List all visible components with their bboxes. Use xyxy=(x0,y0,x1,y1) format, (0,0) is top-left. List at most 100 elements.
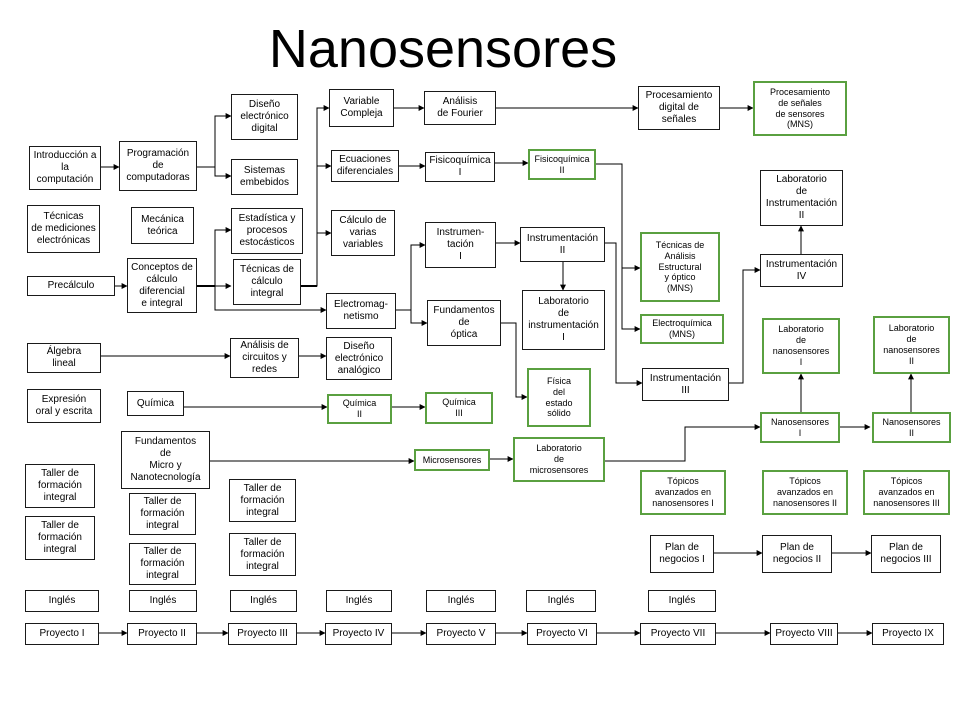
course-lab-microsensores[interactable]: Laboratorio de microsensores xyxy=(513,437,605,482)
course-analisis-fourier[interactable]: Análisis de Fourier xyxy=(424,91,496,125)
course-fundamentos-optica[interactable]: Fundamentos de óptica xyxy=(427,300,501,346)
course-label: Taller de formación integral xyxy=(240,536,285,572)
course-nanosensores-2[interactable]: Nanosensores II xyxy=(872,412,951,443)
course-procesamiento-sensores[interactable]: Procesamiento de señales de sensores (MN… xyxy=(753,81,847,136)
course-quimica[interactable]: Química xyxy=(127,391,184,416)
course-fundamentos-micro[interactable]: Fundamentos de Micro y Nanotecnología xyxy=(121,431,210,489)
edge-programacion-sistemas xyxy=(214,167,232,179)
course-diseno-digital[interactable]: Diseño electrónico digital xyxy=(231,94,298,140)
course-algebra-lineal[interactable]: Álgebra lineal xyxy=(27,343,101,373)
course-sistemas-embebidos[interactable]: Sistemas embebidos xyxy=(231,159,298,195)
course-label: Laboratorio de nanosensores I xyxy=(772,324,830,367)
course-label: Conceptos de cálculo diferencial e integ… xyxy=(131,261,193,309)
course-label: Introducción a la computación xyxy=(33,150,97,185)
course-label: Plan de negocios III xyxy=(880,542,932,565)
course-proyecto-7[interactable]: Proyecto VII xyxy=(640,623,716,645)
course-variable-compleja[interactable]: Variable Compleja xyxy=(329,89,394,127)
course-label: Nanosensores II xyxy=(882,416,941,438)
course-ingles-4[interactable]: Inglés xyxy=(326,590,392,612)
course-taller-1[interactable]: Taller de formación integral xyxy=(25,464,95,508)
course-quimica-3[interactable]: Química III xyxy=(425,392,493,424)
course-label: Análisis de circuitos y redes xyxy=(240,340,289,375)
course-label: Ecuaciones diferenciales xyxy=(336,154,394,177)
course-procesamiento-digital[interactable]: Procesamiento digital de señales xyxy=(638,86,720,130)
course-mecanica-teorica[interactable]: Mecánica teórica xyxy=(131,207,194,244)
course-ingles-6[interactable]: Inglés xyxy=(526,590,596,612)
course-fisicoquimica-1[interactable]: Fisicoquímica I xyxy=(425,152,495,182)
course-label: Proyecto IX xyxy=(882,628,934,639)
course-calculo-varias[interactable]: Cálculo de varias variables xyxy=(331,210,395,256)
course-precalculo[interactable]: Precálculo xyxy=(27,276,115,296)
course-estadistica[interactable]: Estadística y procesos estocásticos xyxy=(231,208,303,254)
page-title: Nanosensores xyxy=(268,19,618,79)
edge-electromag-instr1 xyxy=(396,242,426,311)
edge-optica-fisica xyxy=(501,322,528,400)
course-plan-negocios-3[interactable]: Plan de negocios III xyxy=(871,535,941,573)
course-label: Proyecto VIII xyxy=(775,628,833,639)
course-lab-instrumentacion-1[interactable]: Laboratorio de instrumentación I xyxy=(522,290,605,350)
course-label: Inglés xyxy=(668,595,696,606)
course-ingles-1[interactable]: Inglés xyxy=(25,590,99,612)
course-label: Sistemas embebidos xyxy=(240,165,289,188)
course-lab-nanosensores-1[interactable]: Laboratorio de nanosensores I xyxy=(762,318,840,374)
course-proyecto-2[interactable]: Proyecto II xyxy=(127,623,197,645)
course-tecnicas-mediciones[interactable]: Técnicas de mediciones electrónicas xyxy=(27,205,100,253)
course-proyecto-3[interactable]: Proyecto III xyxy=(228,623,297,645)
course-proyecto-5[interactable]: Proyecto V xyxy=(426,623,496,645)
course-label: Electroquímica (MNS) xyxy=(652,318,712,339)
course-label: Instrumentación II xyxy=(526,232,599,256)
course-taller-3[interactable]: Taller de formación integral xyxy=(129,493,196,535)
course-proyecto-4[interactable]: Proyecto IV xyxy=(325,623,392,645)
edge-electromag-optica xyxy=(410,310,428,326)
edge-fisico2-electroquim xyxy=(621,268,641,332)
course-nanosensores-1[interactable]: Nanosensores I xyxy=(760,412,840,443)
course-plan-negocios-2[interactable]: Plan de negocios II xyxy=(762,535,832,573)
course-label: Laboratorio de Instrumentación II xyxy=(765,174,838,221)
course-tecnicas-calculo[interactable]: Técnicas de cálculo integral xyxy=(233,259,301,305)
course-analisis-circuitos[interactable]: Análisis de circuitos y redes xyxy=(230,338,299,378)
course-quimica-2[interactable]: Química II xyxy=(327,394,392,424)
course-instrumentacion-2[interactable]: Instrumentación II xyxy=(520,227,605,262)
course-label: Química III xyxy=(442,397,476,418)
course-topicos-2[interactable]: Tópicos avanzados en nanosensores II xyxy=(762,470,848,515)
course-ingles-7[interactable]: Inglés xyxy=(648,590,716,612)
course-lab-nanosensores-2[interactable]: Laboratorio de nanosensores II xyxy=(873,316,950,374)
course-label: Proyecto I xyxy=(39,628,85,639)
course-taller-5[interactable]: Taller de formación integral xyxy=(229,479,296,522)
course-ingles-3[interactable]: Inglés xyxy=(230,590,297,612)
course-expresion-oral[interactable]: Expresión oral y escrita xyxy=(27,389,101,423)
course-plan-negocios-1[interactable]: Plan de negocios I xyxy=(650,535,714,573)
course-programacion[interactable]: Programación de computadoras xyxy=(119,141,197,191)
course-label: Plan de negocios II xyxy=(772,542,822,565)
course-proyecto-8[interactable]: Proyecto VIII xyxy=(770,623,838,645)
course-lab-instrumentacion-2[interactable]: Laboratorio de Instrumentación II xyxy=(760,170,843,226)
course-topicos-1[interactable]: Tópicos avanzados en nanosensores I xyxy=(640,470,726,515)
course-tecnicas-estructural[interactable]: Técnicas de Análisis Estructural y óptic… xyxy=(640,232,720,302)
course-electromagnetismo[interactable]: Electromag- netismo xyxy=(326,293,396,329)
course-label: Inglés xyxy=(345,595,373,606)
course-ingles-5[interactable]: Inglés xyxy=(426,590,496,612)
course-conceptos-calculo[interactable]: Conceptos de cálculo diferencial e integ… xyxy=(127,258,197,313)
course-proyecto-1[interactable]: Proyecto I xyxy=(25,623,99,645)
course-proyecto-9[interactable]: Proyecto IX xyxy=(872,623,944,645)
course-ingles-2[interactable]: Inglés xyxy=(129,590,197,612)
course-label: Fisicoquímica II xyxy=(534,153,590,175)
course-taller-6[interactable]: Taller de formación integral xyxy=(229,533,296,576)
course-taller-4[interactable]: Taller de formación integral xyxy=(129,543,196,585)
course-label: Inglés xyxy=(149,595,177,606)
course-topicos-3[interactable]: Tópicos avanzados en nanosensores III xyxy=(863,470,950,515)
course-ecuaciones-diferenciales[interactable]: Ecuaciones diferenciales xyxy=(331,150,399,182)
course-instrumentacion-3[interactable]: Instrumentación III xyxy=(642,368,729,401)
course-fisica-estado-solido[interactable]: Física del estado sólido xyxy=(527,368,591,427)
course-instrumentacion-4[interactable]: Instrumentación IV xyxy=(760,254,843,287)
course-fisicoquimica-2[interactable]: Fisicoquímica II xyxy=(528,149,596,180)
course-taller-2[interactable]: Taller de formación integral xyxy=(25,516,95,560)
course-proyecto-6[interactable]: Proyecto VI xyxy=(527,623,597,645)
course-intro-computacion[interactable]: Introducción a la computación xyxy=(29,146,101,190)
course-label: Electromag- netismo xyxy=(334,299,388,322)
course-diseno-analogico[interactable]: Diseño electrónico analógico xyxy=(326,337,392,380)
course-label: Proyecto V xyxy=(436,628,486,639)
course-instrumentacion-1[interactable]: Instrumen- tación I xyxy=(425,222,496,268)
course-electroquimica[interactable]: Electroquímica (MNS) xyxy=(640,314,724,344)
course-microsensores[interactable]: Microsensores xyxy=(414,449,490,471)
